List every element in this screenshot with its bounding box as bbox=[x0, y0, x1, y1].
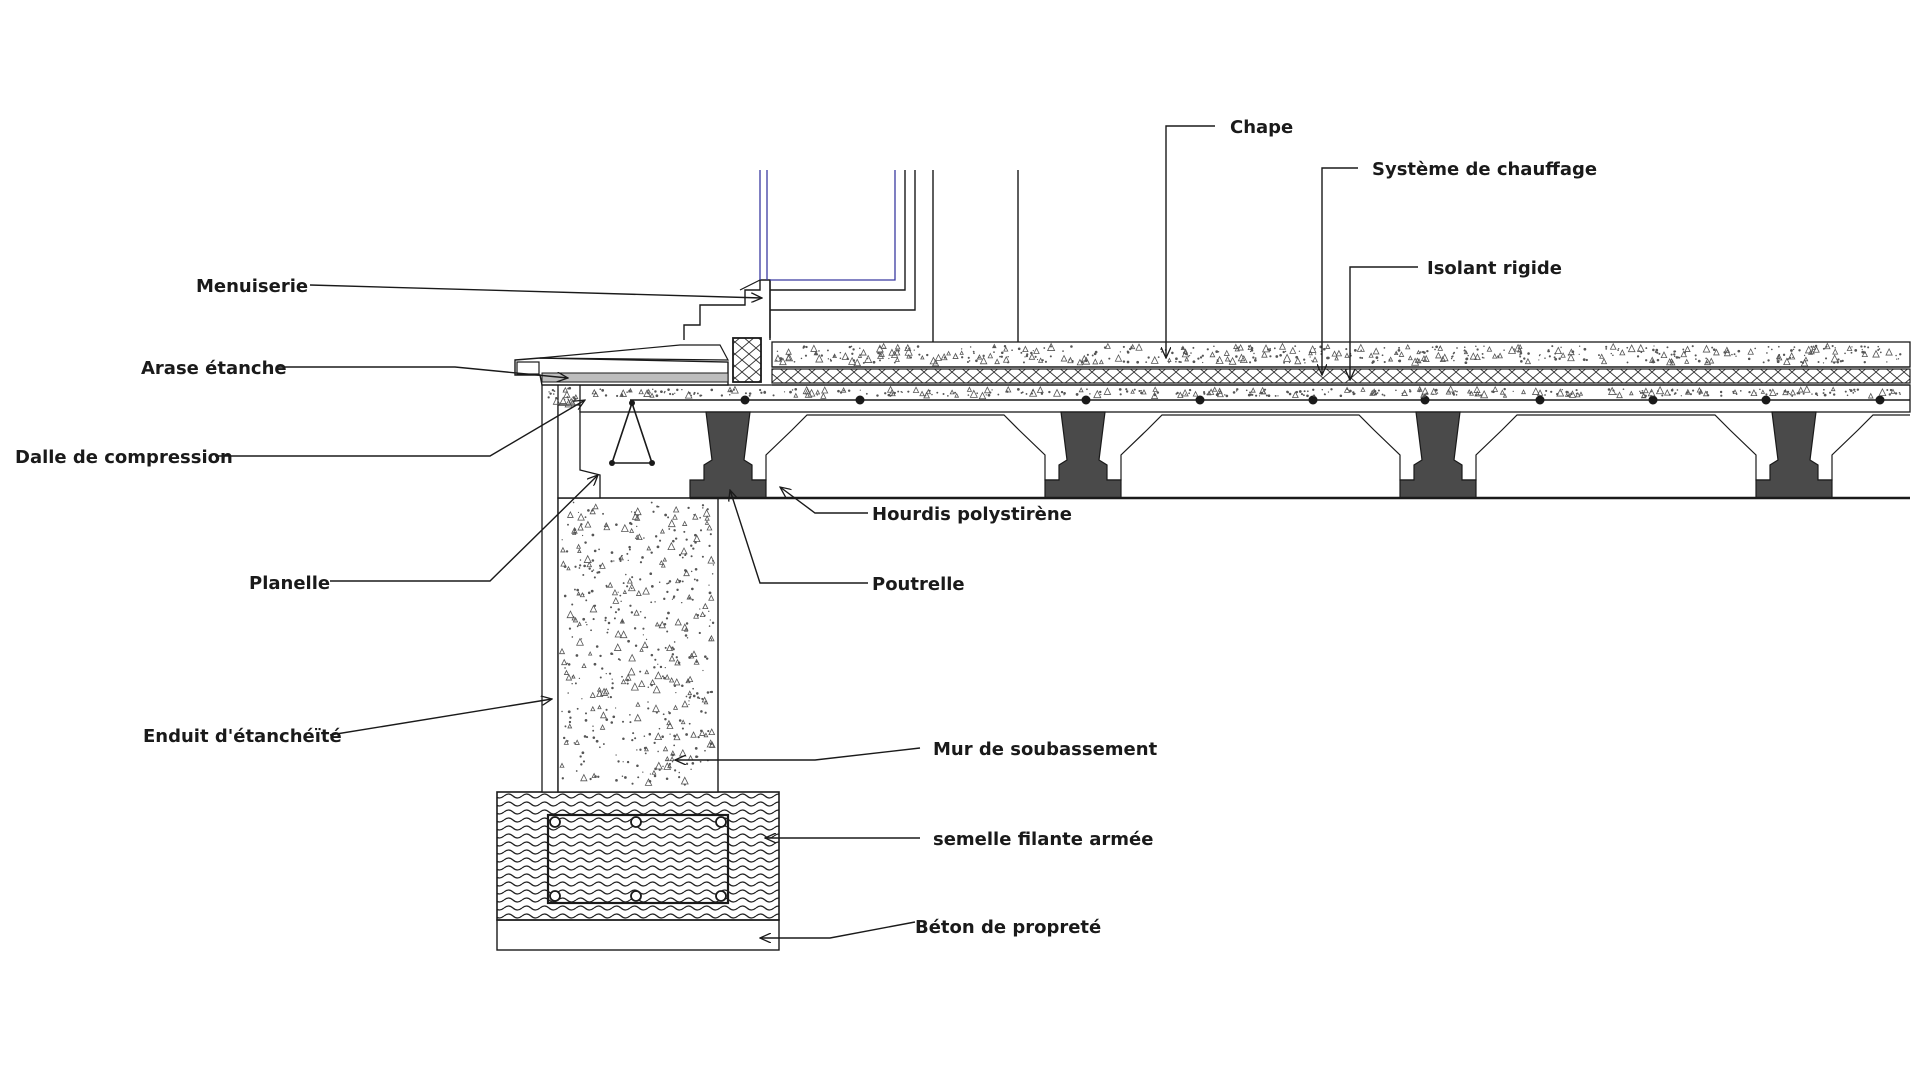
hourdis-block bbox=[752, 414, 1059, 481]
hourdis-block bbox=[1107, 414, 1414, 481]
poutrelles bbox=[689, 411, 1833, 499]
dalle-de-compression bbox=[579, 384, 1911, 413]
label-mur-de-soubassement: Mur de soubassement bbox=[933, 739, 1158, 760]
label-enduit-etancheite: Enduit d'étanchéïté bbox=[143, 726, 342, 747]
leader-lines bbox=[215, 125, 1418, 938]
poutrelle-beam bbox=[1044, 411, 1122, 499]
rebar-point bbox=[1535, 395, 1545, 405]
rebar-point bbox=[1081, 395, 1091, 405]
rebar-point bbox=[1875, 395, 1885, 405]
hourdis-block bbox=[1462, 414, 1770, 481]
label-planelle: Planelle bbox=[249, 573, 330, 594]
hourdis-polystirene bbox=[752, 414, 1910, 481]
label-dalle-de-compression: Dalle de compression bbox=[15, 447, 233, 468]
rebar-point bbox=[1648, 395, 1658, 405]
rebar-point bbox=[1761, 395, 1771, 405]
enduit-etancheite-layer bbox=[541, 371, 559, 793]
rebar-point bbox=[740, 395, 750, 405]
rebar-point bbox=[1420, 395, 1430, 405]
label-hourdis-polystirene: Hourdis polystirène bbox=[872, 504, 1072, 525]
label-arase-etanche: Arase étanche bbox=[141, 358, 287, 379]
rebar-point bbox=[1195, 395, 1205, 405]
poutrelle-beam bbox=[1755, 411, 1833, 499]
beton-de-proprete bbox=[496, 919, 780, 951]
rebar-dots bbox=[549, 816, 727, 902]
menuiserie bbox=[683, 170, 1019, 383]
label-beton-de-proprete: Béton de propreté bbox=[915, 917, 1101, 938]
semelle-filante bbox=[496, 791, 780, 921]
poutrelle-beam bbox=[1399, 411, 1477, 499]
treillis-triangle bbox=[609, 400, 655, 466]
label-semelle-filante-armee: semelle filante armée bbox=[933, 829, 1153, 850]
appui-sill bbox=[539, 344, 730, 361]
arase-etanche bbox=[514, 357, 729, 386]
rebar-cage bbox=[546, 813, 730, 905]
poutrelle-beam bbox=[689, 411, 767, 499]
hourdis-block bbox=[1818, 414, 1910, 481]
label-systeme-de-chauffage: Système de chauffage bbox=[1372, 159, 1597, 180]
rebar-point bbox=[855, 395, 865, 405]
isolant-rigide bbox=[771, 368, 1911, 386]
label-poutrelle: Poutrelle bbox=[872, 574, 965, 595]
label-isolant-rigide: Isolant rigide bbox=[1427, 258, 1562, 279]
concrete-speckles bbox=[547, 342, 1902, 786]
label-menuiserie: Menuiserie bbox=[196, 276, 308, 297]
rebar-point bbox=[1308, 395, 1318, 405]
slab-rebar-points bbox=[740, 395, 1885, 405]
label-chape: Chape bbox=[1230, 117, 1293, 138]
